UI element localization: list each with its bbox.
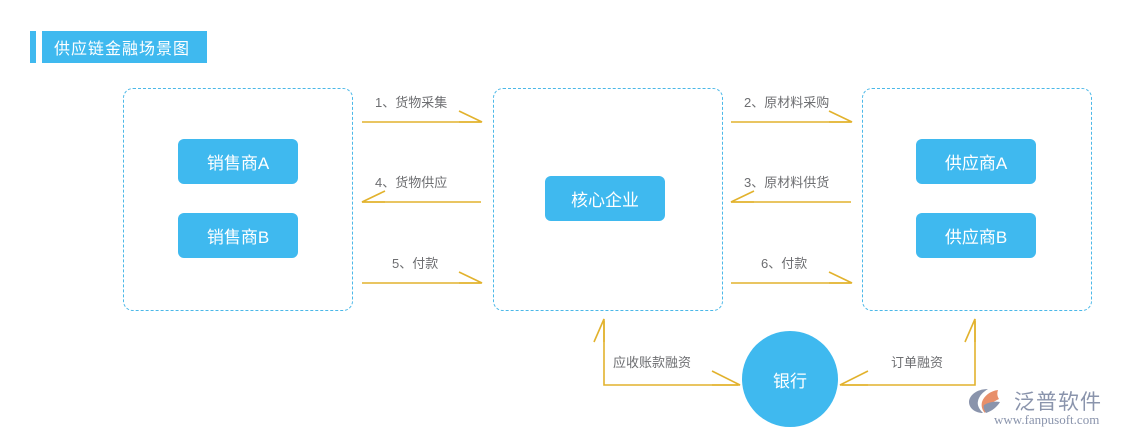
arrow-flow-4 — [361, 190, 481, 203]
flow-label-4: 4、货物供应 — [375, 175, 448, 190]
flow-label-5: 5、付款 — [392, 256, 439, 271]
logo-url-text: www.fanpusoft.com — [994, 412, 1100, 427]
fanpu-logo-icon — [969, 389, 1000, 413]
arrow-flow-1 — [362, 110, 483, 123]
flow-label-6: 6、付款 — [761, 256, 808, 271]
flow-label-1: 1、货物采集 — [375, 95, 448, 110]
group-box-suppliers — [862, 88, 1092, 311]
node-bank[interactable]: 银行 — [742, 331, 838, 427]
arrow-flow-3 — [730, 190, 851, 203]
node-core-enterprise[interactable]: 核心企业 — [545, 176, 665, 221]
logo-brand-text: 泛普软件 — [1014, 391, 1102, 414]
group-box-sellers — [123, 88, 353, 311]
flow-label-2: 2、原材料采购 — [744, 95, 830, 110]
flow-label-3: 3、原材料供货 — [744, 175, 830, 190]
title-accent-gap — [36, 31, 42, 63]
arrow-flow-6 — [731, 271, 853, 284]
group-box-core — [493, 88, 723, 311]
node-seller-b[interactable]: 销售商B — [178, 213, 298, 258]
page-title-bar: 供应链金融场景图 — [30, 31, 207, 63]
financing-label-accounts-receivable: 应收账款融资 — [613, 355, 692, 370]
node-supplier-b[interactable]: 供应商B — [916, 213, 1036, 258]
financing-label-order: 订单融资 — [891, 355, 944, 370]
node-supplier-a[interactable]: 供应商A — [916, 139, 1036, 184]
page-title: 供应链金融场景图 — [54, 41, 191, 58]
watermark-logo: 泛普软件 www.fanpusoft.com — [968, 386, 1118, 434]
title-accent-bar — [30, 31, 36, 63]
node-seller-a[interactable]: 销售商A — [178, 139, 298, 184]
arrow-flow-5 — [362, 271, 483, 284]
arrow-flow-2 — [731, 110, 853, 123]
